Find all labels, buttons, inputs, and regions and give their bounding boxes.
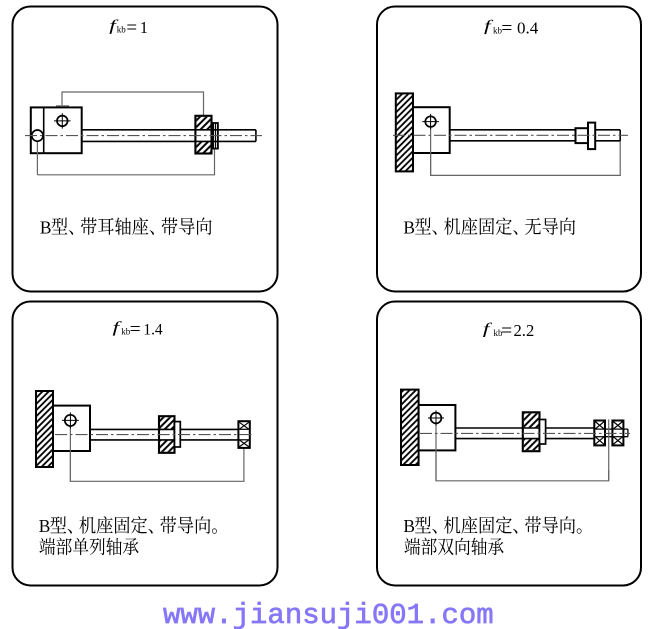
svg-text:kb: kb	[494, 328, 504, 338]
svg-text:=: =	[501, 321, 512, 342]
svg-text:B: B	[39, 516, 51, 536]
svg-text:B: B	[403, 217, 415, 237]
svg-text:kb: kb	[493, 25, 503, 35]
svg-text:1.4: 1.4	[143, 322, 163, 339]
svg-text:B: B	[40, 217, 52, 237]
svg-text:=: =	[501, 18, 512, 39]
svg-text:www.jiansuji001.com: www.jiansuji001.com	[163, 599, 494, 629]
svg-text:1: 1	[140, 18, 148, 37]
svg-text:B: B	[403, 516, 415, 536]
svg-text:=: =	[130, 320, 141, 341]
svg-text:0.4: 0.4	[517, 18, 539, 37]
svg-text:=: =	[126, 18, 137, 39]
svg-text:2.2: 2.2	[514, 321, 535, 340]
svg-text:kb: kb	[117, 25, 127, 35]
svg-text:kb: kb	[121, 327, 131, 337]
